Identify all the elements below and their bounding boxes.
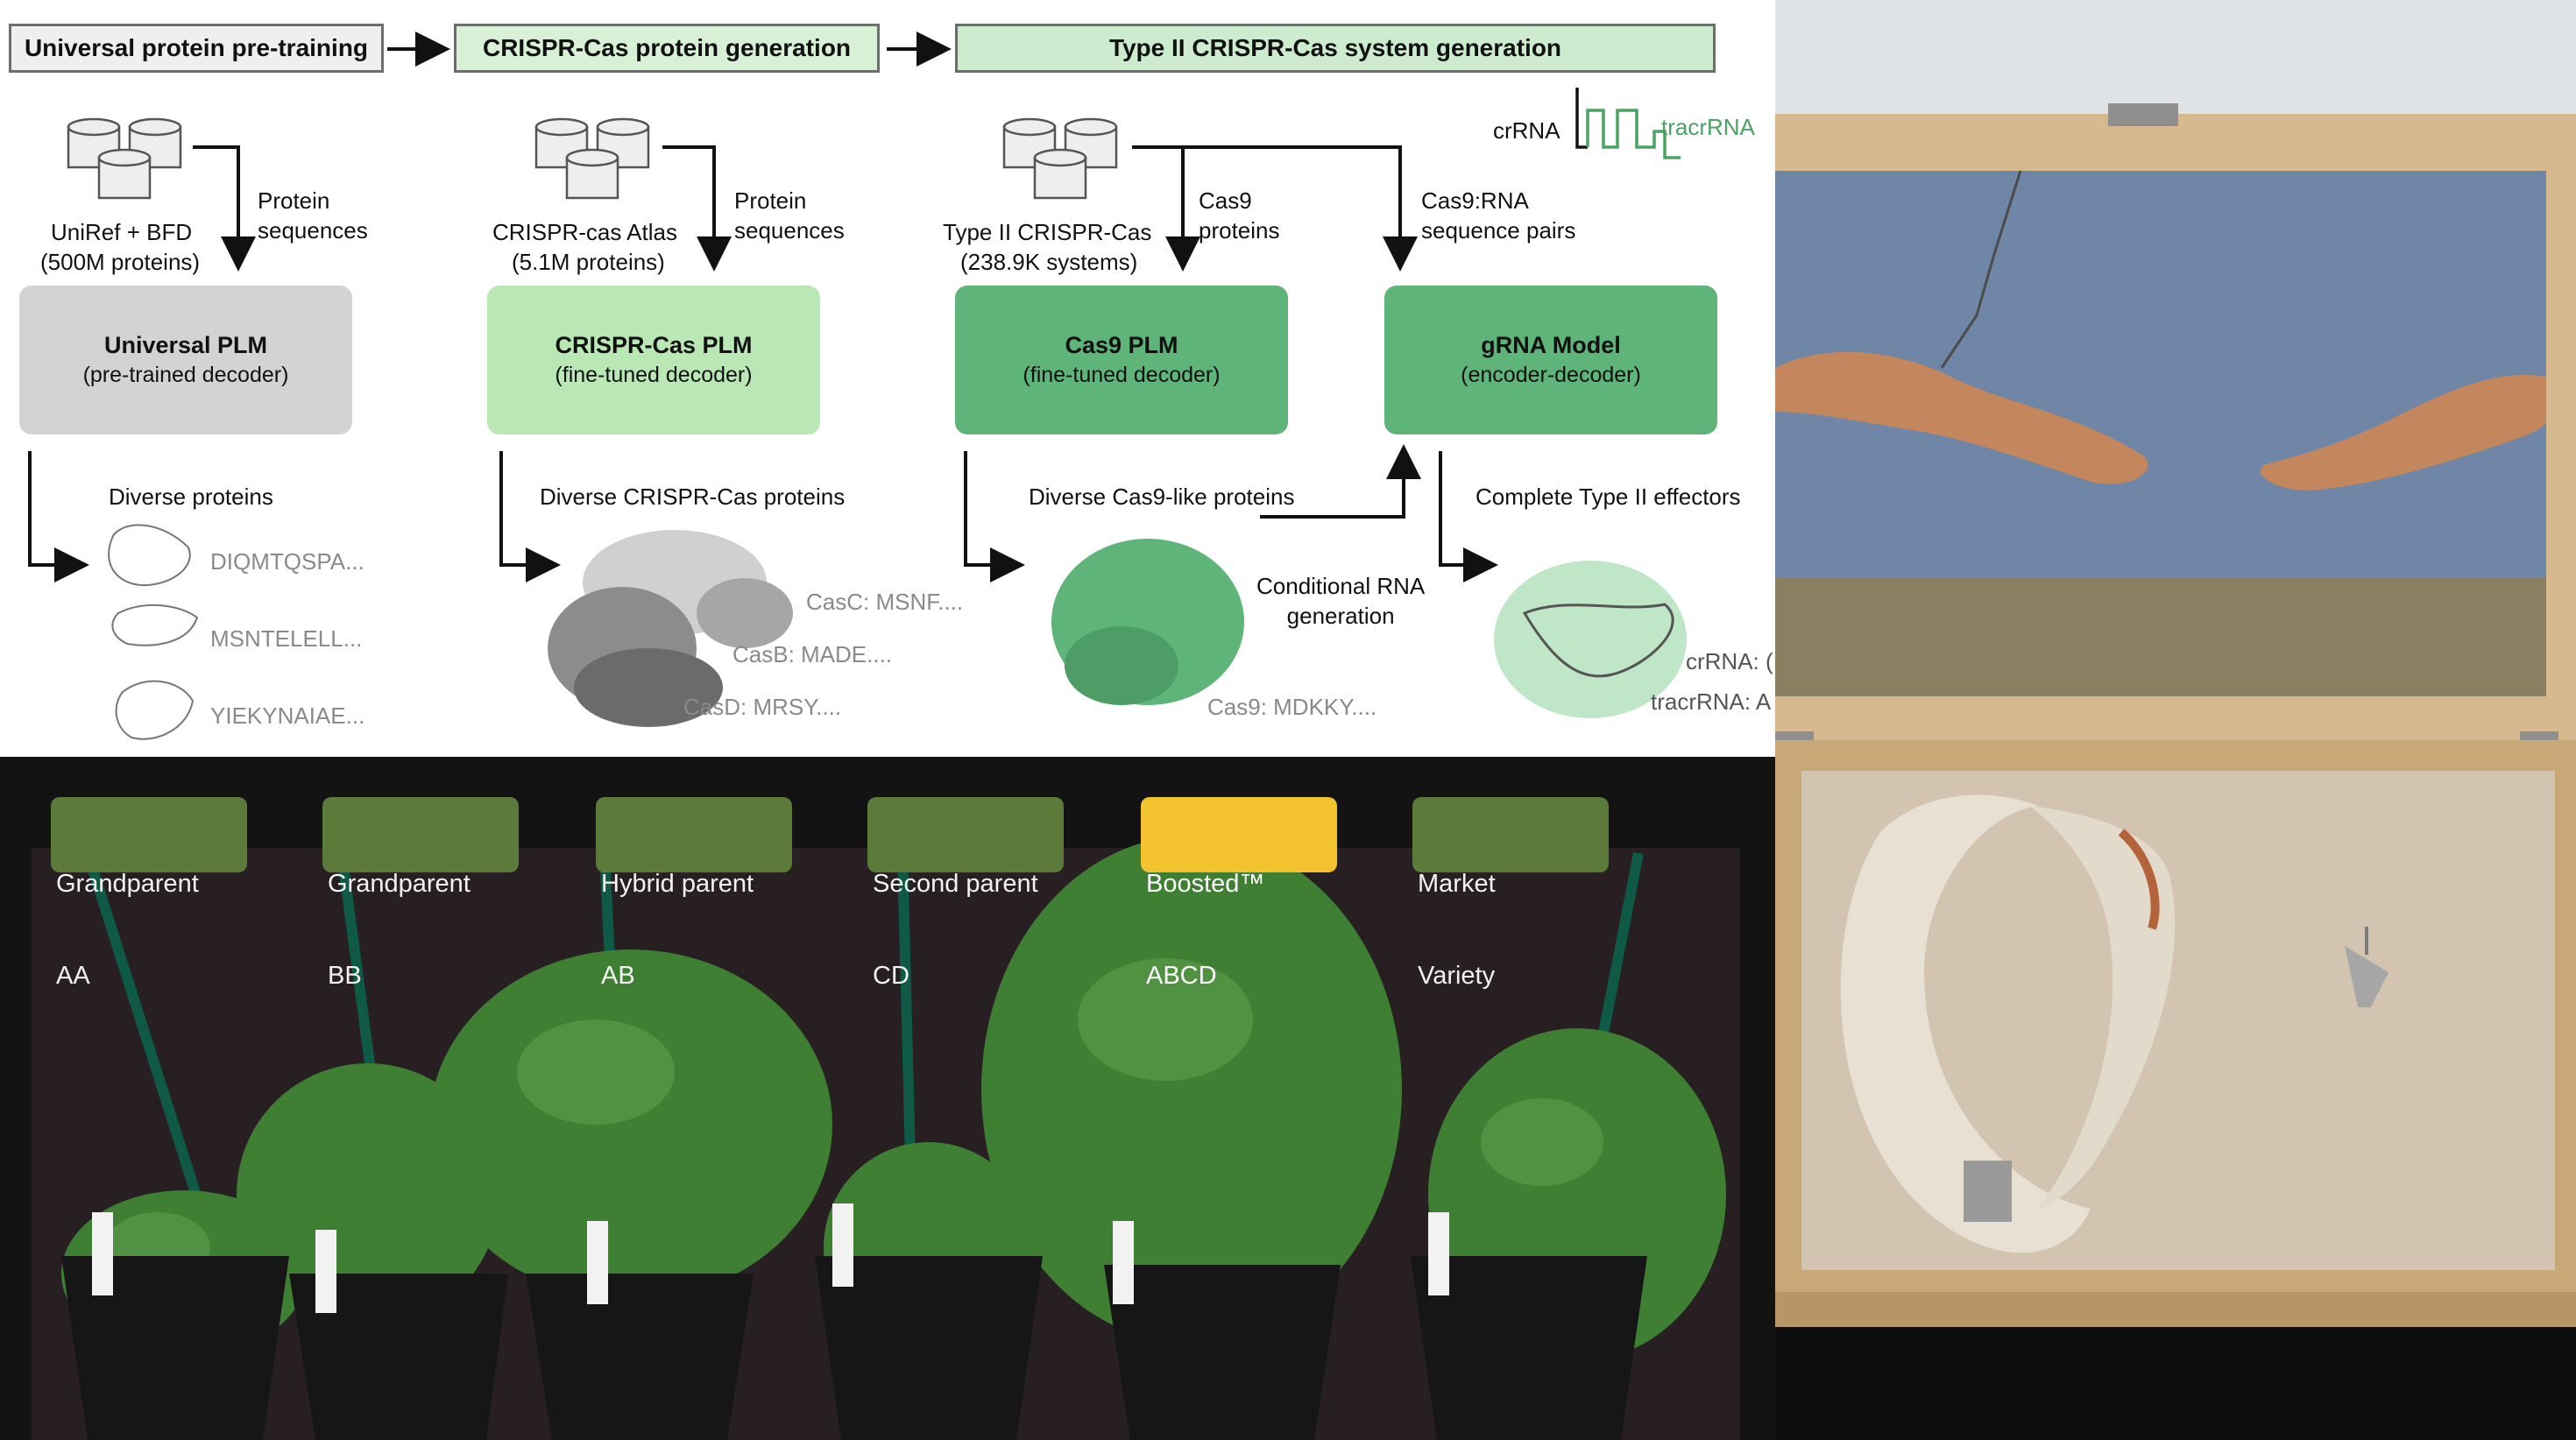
plant-label-line2: BB [328,962,362,990]
diagram-connectors [28,32,1687,740]
database-name-3: Type II CRISPR-Cas [943,219,1152,245]
potato-plants-photo-panel: Grandparent AA Grandparent BB Hybrid par… [0,757,1775,1440]
tracrrna-legend-label: tracrRNA [1661,114,1755,140]
conditional-rna-generation-label: Conditional RNA generation [1256,573,1426,629]
plant-label-line2: AB [601,962,635,990]
database-count-1: (500M proteins) [40,249,201,275]
model-grna: gRNA Model (encoder-decoder) [1384,286,1717,434]
arrow-db2-model2 [662,145,732,272]
output-sequence: MSNTELELL... [210,625,363,652]
stage-type2-system-generation: Type II CRISPR-Cas system generation [955,24,1716,73]
arrow-label-sequence-pairs: Cas9:RNA sequence pairs [1421,187,1576,244]
output-title-crispr-cas-proteins: Diverse CRISPR-Cas proteins [540,484,846,510]
database-count-2: (5.1M proteins) [512,249,665,275]
plants-photo [32,836,1740,1440]
output-sequence: crRNA: ( [1686,648,1773,674]
plant-label-line2: CD [873,962,909,990]
plant-label-line1: Boosted™ [1146,870,1265,898]
arrow-db3-model4 [1183,145,1418,272]
plant-label-line1: Grandparent [56,870,199,898]
plant-label-second-parent-cd: Second parent CD [867,797,1064,990]
protein-structure-4 [1494,561,1687,718]
wooden-box-photo-panel [1775,0,2576,1440]
output-sequence: CasB: MADE.... [732,641,893,667]
arrow-label-cas9-proteins: Cas9 proteins [1199,187,1280,244]
database-icon-3 [1002,117,1118,200]
protein-structures-1 [108,524,199,740]
output-title-diverse-proteins: Diverse proteins [109,484,273,510]
output-sequence: DIQMTQSPA... [210,548,364,575]
plant-label-boosted-abcd: Boosted™ ABCD [1141,797,1337,990]
database-name-1: UniRef + BFD [51,219,193,245]
database-count-3: (238.9K systems) [960,249,1138,275]
model-name: gRNA Model [1481,332,1621,358]
arrow-model3-output [964,451,1025,582]
crrna-tracrrna-glyph [1575,88,1588,149]
crispr-diagram-panel: Universal protein pre-training CRISPR-Ca… [0,0,1775,757]
arrow-model1-output [28,451,89,582]
plant-label-market-variety: Market Variety [1412,797,1609,990]
database-icon-2 [534,117,650,200]
arrow-model2-output [499,451,561,582]
arrow-conditional [1260,444,1421,519]
arrow-label-protein-sequences-1: Protein sequences [258,187,368,244]
arrow-model4-output [1439,451,1498,582]
model-name: Cas9 PLM [1065,332,1178,358]
arrow-label-protein-sequences-2: Protein sequences [734,187,845,244]
plant-label-line2: AA [56,962,90,990]
model-subtitle: (fine-tuned decoder) [1023,363,1221,387]
model-subtitle: (encoder-decoder) [1461,363,1641,387]
stage-crispr-cas-generation: CRISPR-Cas protein generation [454,24,880,73]
protein-structure-2 [548,530,793,727]
output-title-cas9-like-proteins: Diverse Cas9-like proteins [1029,484,1295,510]
model-subtitle: (pre-trained decoder) [82,363,289,387]
protein-structure-3 [1051,539,1244,705]
plant-label-line1: Second parent [873,870,1038,898]
plant-label-hybrid-parent-ab: Hybrid parent AB [596,797,792,990]
plant-label-line2: ABCD [1146,962,1217,990]
stage-universal-pretraining: Universal protein pre-training [9,24,384,73]
crrna-legend-label: crRNA [1493,117,1560,144]
plant-label-line2: Variety [1418,962,1496,990]
plant-label-grandparent-aa: Grandparent AA [51,797,247,990]
output-sequence: CasC: MSNF.... [806,589,964,615]
model-crispr-cas-plm: CRISPR-Cas PLM (fine-tuned decoder) [487,286,820,434]
output-sequence: YIEKYNAIAE... [210,702,365,729]
model-name: Universal PLM [103,332,268,358]
model-name: CRISPR-Cas PLM [555,332,753,358]
database-icon-1 [67,117,182,200]
output-sequence: CasD: MRSY.... [683,694,842,720]
plant-label-line1: Grandparent [328,870,471,898]
database-name-2: CRISPR-cas Atlas [492,219,677,245]
output-sequence: Cas9: MDKKY.... [1207,694,1377,720]
output-title-type2-effectors: Complete Type II effectors [1476,484,1741,510]
model-subtitle: (fine-tuned decoder) [555,363,753,387]
arrow-db1-model1 [193,145,256,272]
output-sequence: tracrRNA: A [1651,688,1772,715]
model-cas9-plm: Cas9 PLM (fine-tuned decoder) [955,286,1288,434]
plant-label-line1: Market [1418,870,1496,898]
plant-label-grandparent-bb: Grandparent BB [322,797,519,990]
plant-label-line1: Hybrid parent [601,870,754,898]
model-universal-plm: Universal PLM (pre-trained decoder) [19,286,352,434]
box-photo [1775,0,2576,1440]
